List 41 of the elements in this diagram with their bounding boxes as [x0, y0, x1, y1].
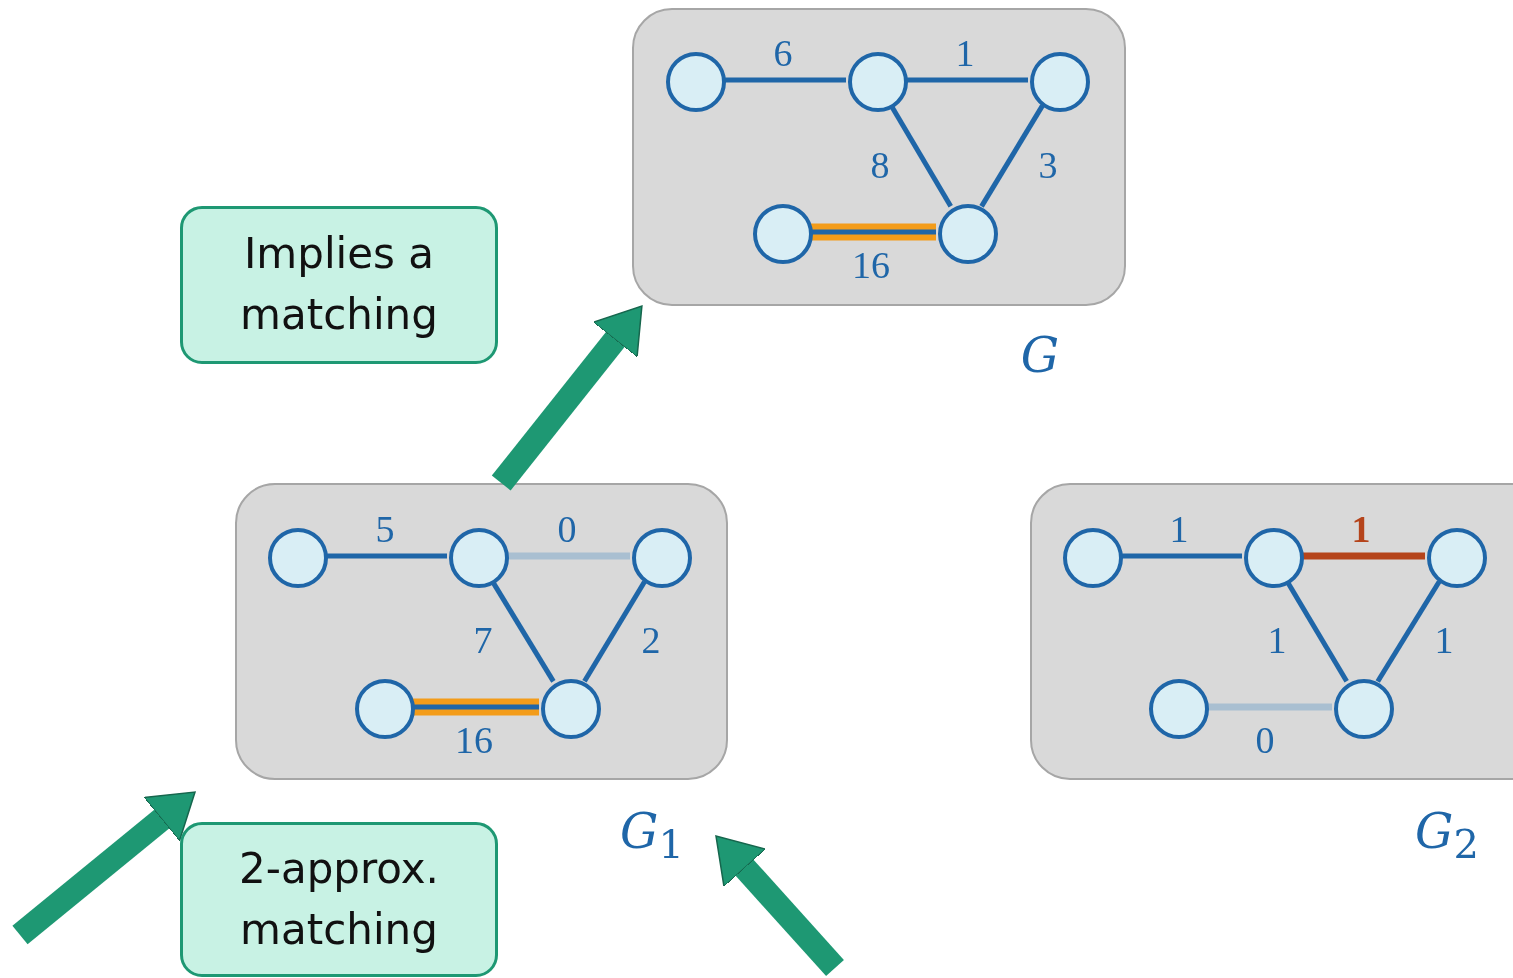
vertex-circle [268, 528, 328, 588]
graph-edge [1207, 703, 1332, 711]
vertex-circle [1244, 528, 1304, 588]
graph-name: G$_{1}$ [620, 802, 684, 868]
graph-edge [906, 77, 1028, 83]
graph-edge [1375, 580, 1442, 683]
note-text: Implies a matching [239, 228, 439, 341]
graph-edge [724, 77, 846, 83]
vertex-circle [1030, 52, 1090, 112]
graph-edge [1121, 553, 1242, 559]
vertex-circle [632, 528, 692, 588]
note-text: 2-approx. matching [238, 842, 440, 956]
vertex-circle [1427, 528, 1487, 588]
graph-edge [490, 580, 556, 683]
matched-edge [413, 698, 539, 716]
graph-edge [507, 552, 630, 560]
vertex-circle [1149, 679, 1209, 739]
vertex-circle [449, 528, 509, 588]
block-arrow [12, 791, 196, 945]
vertex-circle [753, 204, 813, 264]
vertex-circle [938, 204, 998, 264]
graph-panel [235, 483, 728, 780]
graph-name: G [1020, 327, 1060, 383]
graph-edge [1302, 552, 1425, 560]
vertex-circle [1063, 528, 1123, 588]
graph-panel [1030, 483, 1513, 780]
vertex-circle [848, 52, 908, 112]
graph-edge [326, 553, 447, 559]
graph-panel [632, 8, 1126, 306]
graph-name: G$_{2}$ [1415, 802, 1479, 868]
matched-edge [811, 223, 936, 241]
block-arrow [715, 835, 844, 977]
note-box [180, 822, 498, 977]
vertex-circle [1334, 679, 1394, 739]
note-box [180, 206, 498, 364]
vertex-circle [355, 679, 415, 739]
graph-edge [582, 580, 647, 683]
block-arrow [491, 305, 643, 491]
vertex-circle [666, 52, 726, 112]
vertex-circle [541, 679, 601, 739]
graph-edge [979, 104, 1045, 208]
